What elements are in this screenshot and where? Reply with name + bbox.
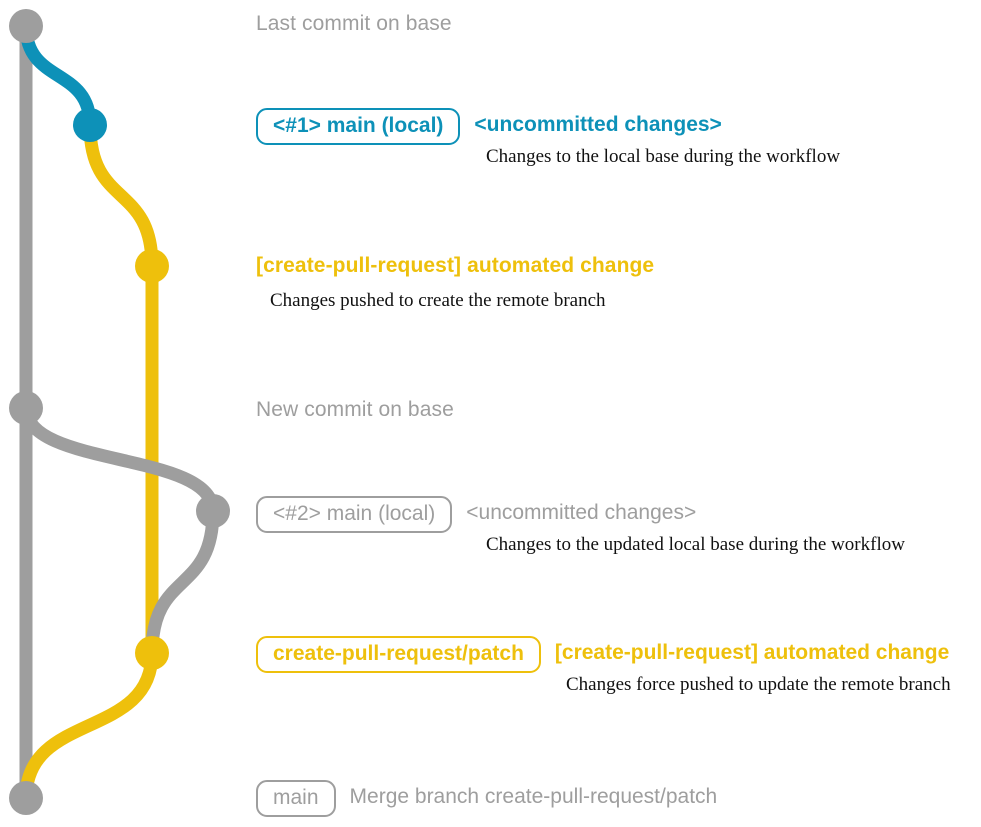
headline-automated-change-1: [create-pull-request] automated change (256, 254, 655, 277)
entry-last-commit-on-base: Last commit on base (256, 11, 452, 37)
branch-pill-remote-2[interactable]: create-pull-request/patch (256, 636, 541, 673)
branch-pill-local-2[interactable]: <#2> main (local) (256, 496, 453, 533)
edge-base-to-local-1 (19, 19, 97, 132)
node-local-2 (196, 494, 230, 528)
node-merge (9, 781, 43, 815)
headline-merge-commit: Merge branch create-pull-request/patch (349, 785, 718, 808)
node-remote-2 (135, 636, 169, 670)
entry-new-commit-on-base: New commit on base (256, 397, 454, 423)
headline-automated-change-2: [create-pull-request] automated change (554, 641, 950, 664)
description-local-change-2: Changes to the updated local base during… (486, 534, 905, 555)
headline-local-change-1: <uncommitted changes> (474, 113, 722, 136)
entry-automated-change-2: create-pull-request/patch [create-pull-r… (256, 636, 949, 673)
node-base-head (9, 9, 43, 43)
edge-base-new-to-local-2 (19, 401, 220, 518)
entry-local-change-2: <#2> main (local) <uncommitted changes> (256, 496, 696, 533)
node-remote-1 (135, 249, 169, 283)
entry-local-change-1: <#1> main (local) <uncommitted changes> (256, 108, 722, 145)
entry-merge-commit: main Merge branch create-pull-request/pa… (256, 780, 717, 817)
headline-new-commit-on-base: New commit on base (256, 398, 454, 421)
description-local-change-1: Changes to the local base during the wor… (486, 146, 841, 167)
branch-pill-local-1[interactable]: <#1> main (local) (256, 108, 461, 145)
entry-automated-change-1: [create-pull-request] automated change (256, 253, 654, 279)
headline-last-commit-on-base: Last commit on base (256, 12, 452, 35)
branch-pill-main[interactable]: main (256, 780, 336, 817)
edge-local-2-to-remote-2 (145, 504, 220, 660)
edge-local-1-to-remote-1 (83, 118, 159, 273)
edge-remote-2-to-merge (19, 646, 159, 805)
headline-local-change-2: <uncommitted changes> (466, 501, 697, 524)
node-base-new (9, 391, 43, 425)
node-local-1 (73, 108, 107, 142)
description-automated-change-1: Changes pushed to create the remote bran… (270, 290, 606, 311)
description-automated-change-2: Changes force pushed to update the remot… (566, 674, 951, 695)
